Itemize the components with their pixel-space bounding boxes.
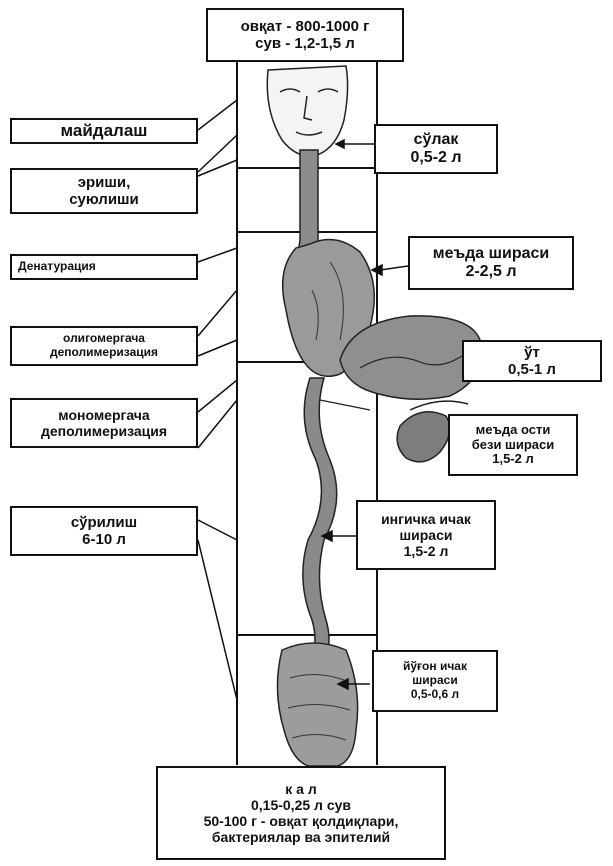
box-ut-line2: 0,5-1 л xyxy=(508,361,556,378)
label-denaturatsiya: Денатурация xyxy=(10,254,198,280)
intake-box: овқат - 800-1000 г сув - 1,2-1,5 л xyxy=(206,8,404,62)
feces-water: 0,15-0,25 л сув xyxy=(251,797,351,813)
box-sulak-line1: сўлак xyxy=(414,131,459,149)
label-maydalash-text: майдалаш xyxy=(61,121,148,141)
box-meda-osti: меъда ости бези шираси 1,5-2 л xyxy=(448,414,578,476)
right-arrows xyxy=(322,140,408,689)
box-yugon-line3: 0,5-0,6 л xyxy=(411,688,459,702)
label-denaturatsiya-text: Денатурация xyxy=(18,260,96,274)
box-ut-line1: ўт xyxy=(524,344,540,361)
intake-water: сув - 1,2-1,5 л xyxy=(255,35,355,52)
box-meda-osti-line2: бези шираси xyxy=(472,438,555,453)
box-meda-line2: 2-2,5 л xyxy=(465,263,516,281)
box-yugon: йўғон ичак шираси 0,5-0,6 л xyxy=(372,650,498,712)
label-mono-line1: мономергача xyxy=(58,407,149,423)
label-oligo-line1: олигомергача xyxy=(63,332,145,346)
box-yugon-line1: йўғон ичак xyxy=(403,660,467,674)
label-oligo: олигомергача деполимеризация xyxy=(10,326,198,366)
label-mono-line2: деполимеризация xyxy=(41,423,167,439)
feces-bacteria: бактериялар ва эпителий xyxy=(212,829,390,845)
box-meda-osti-line1: меъда ости xyxy=(476,423,551,438)
label-erishi: эриши, суюлиши xyxy=(10,168,198,214)
label-surilish: сўрилиш 6-10 л xyxy=(10,506,198,556)
feces-title: к а л xyxy=(285,781,316,797)
box-ingichka-line2: шираси xyxy=(399,527,452,543)
box-ingichka: ингичка ичак шираси 1,5-2 л xyxy=(356,500,496,570)
box-meda-osti-line3: 1,5-2 л xyxy=(492,452,534,467)
large-intestine xyxy=(277,643,357,766)
feces-residue: 50-100 г - овқат қолдиқлари, xyxy=(204,813,399,829)
label-erishi-line1: эриши, xyxy=(78,174,131,191)
label-mono: мономергача деполимеризация xyxy=(10,398,198,448)
box-ingichka-line1: ингичка ичак xyxy=(381,511,471,527)
head-illustration xyxy=(267,66,347,156)
intake-food: овқат - 800-1000 г xyxy=(241,18,370,35)
box-meda-line1: меъда шираси xyxy=(433,245,549,263)
box-ut: ўт 0,5-1 л xyxy=(462,340,602,382)
box-sulak-line2: 0,5-2 л xyxy=(410,149,461,167)
box-yugon-line2: шираси xyxy=(412,674,457,688)
label-maydalash: майдалаш xyxy=(10,118,198,144)
label-surilish-line1: сўрилиш xyxy=(71,514,137,531)
left-connectors xyxy=(198,100,237,700)
label-erishi-line2: суюлиши xyxy=(69,191,139,208)
feces-box: к а л 0,15-0,25 л сув 50-100 г - овқат қ… xyxy=(156,766,446,860)
box-meda: меъда шираси 2-2,5 л xyxy=(408,236,574,290)
box-sulak: сўлак 0,5-2 л xyxy=(374,124,498,174)
box-ingichka-line3: 1,5-2 л xyxy=(404,543,449,559)
label-surilish-line2: 6-10 л xyxy=(82,531,126,548)
label-oligo-line2: деполимеризация xyxy=(50,346,158,360)
